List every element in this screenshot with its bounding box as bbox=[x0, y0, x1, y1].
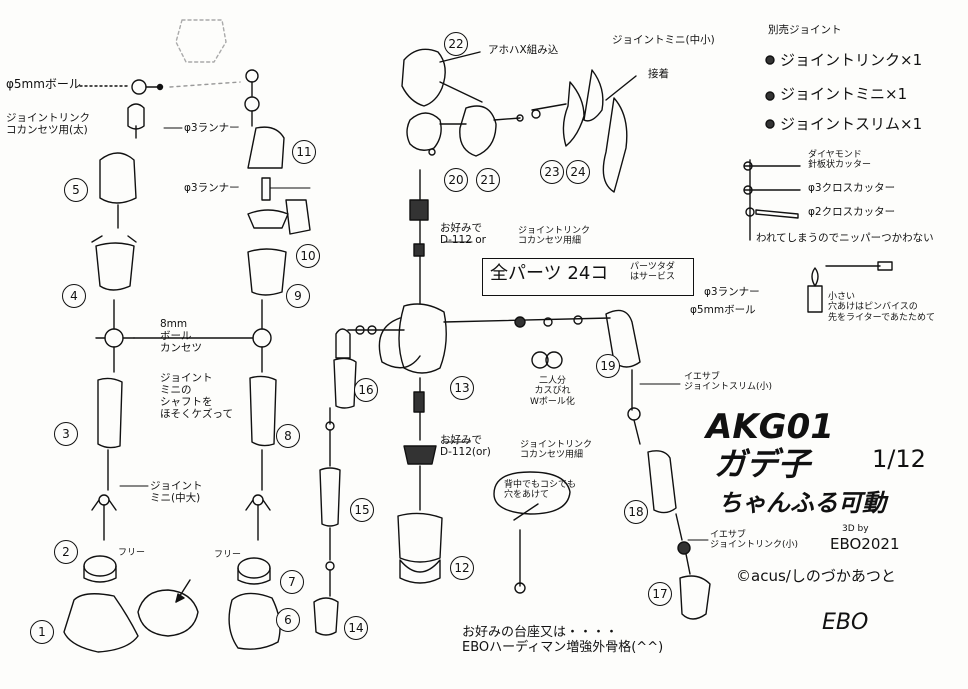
part-number-23: 23 bbox=[540, 160, 564, 184]
part-number-18: 18 bbox=[624, 500, 648, 524]
tool-note: われてしまうのでニッパーつかわない bbox=[756, 232, 934, 244]
parts-count-main: 全パーツ 24コ bbox=[490, 263, 609, 284]
part-number-20: 20 bbox=[444, 168, 468, 192]
tool-cross-2: φ2クロスカッター bbox=[808, 206, 896, 218]
label-double-ball: 二人分 カスびれ Wボール化 bbox=[530, 376, 575, 407]
separate-joint-item-2: ジョイントミニ×1 bbox=[780, 85, 908, 103]
parts-count-box bbox=[482, 258, 694, 296]
title-line-2: ガデ子 bbox=[714, 445, 811, 483]
tool-needle: ダイヤモンド 針板状カッター bbox=[808, 150, 872, 171]
credit-name: EBO2021 bbox=[830, 535, 900, 553]
label-joint-slim-small: イエサブ ジョイントスリム(小) bbox=[684, 372, 773, 393]
label-right-ball-5mm: φ5mmボール bbox=[690, 304, 756, 316]
title-line-1: AKG01 bbox=[706, 407, 834, 447]
tools-drawing bbox=[743, 159, 893, 313]
part-number-19: 19 bbox=[596, 354, 620, 378]
label-joint-link-small: イエサブ ジョイントリンク(小) bbox=[710, 530, 799, 551]
label-stand-note: お好みの台座又は・・・・ EBOハーディマン増強外骨格(^^) bbox=[462, 625, 664, 655]
label-joint-mini-small-medium: ジョイントミニ(中小) bbox=[612, 34, 715, 46]
credit-3d: 3D by bbox=[842, 524, 869, 534]
part-number-15: 15 bbox=[350, 498, 374, 522]
label-back-waist-note: 背中でもコシでも 穴をあけて bbox=[504, 480, 577, 501]
title-line-3: ちゃんふる可動 bbox=[718, 489, 886, 517]
signature: EBO bbox=[822, 610, 869, 635]
label-free-right: フリー bbox=[214, 550, 242, 560]
parts-count-sub: パーツタダ はサービス bbox=[630, 262, 676, 283]
left-chain-2 bbox=[133, 69, 311, 650]
label-ball-5mm: φ5mmボール bbox=[6, 77, 81, 91]
label-joint-link-thick: ジョイントリンク コカンセツ用(太) bbox=[6, 112, 90, 137]
tool-cross-3: φ3クロスカッター bbox=[808, 182, 896, 194]
part-number-5: 5 bbox=[64, 178, 88, 202]
part-number-11: 11 bbox=[292, 140, 316, 164]
label-runner-3-top: φ3ランナー bbox=[184, 122, 240, 134]
label-joint-mini-medium-large: ジョイント ミニ(中大) bbox=[150, 480, 203, 505]
label-ball-8mm-joint: 8mm ボール カンセツ bbox=[160, 318, 202, 355]
copyright: ©acus/しのづかあつと bbox=[736, 567, 896, 585]
label-runner-3-mid: φ3ランナー bbox=[184, 182, 240, 194]
left-chain bbox=[63, 19, 241, 653]
label-joint-mini-shaft: ジョイント ミニの シャフトを ほそくケズって bbox=[160, 372, 233, 421]
part-number-14: 14 bbox=[344, 616, 368, 640]
part-number-8: 8 bbox=[276, 424, 300, 448]
center-figure bbox=[313, 48, 711, 636]
label-optional-1: お好みで D-112 or bbox=[440, 222, 486, 247]
label-optional-2-link: ジョイントリンク コカンセツ用細 bbox=[520, 440, 593, 461]
part-number-12: 12 bbox=[450, 556, 474, 580]
separate-joint-item-1: ジョイントリンク×1 bbox=[780, 51, 923, 69]
part-number-24: 24 bbox=[566, 160, 590, 184]
label-free-left: フリー bbox=[118, 548, 146, 558]
label-right-runner-3: φ3ランナー bbox=[704, 286, 760, 298]
part-number-13: 13 bbox=[450, 376, 474, 400]
label-optional-2: お好みで D-112(or) bbox=[440, 434, 491, 459]
leader-lines bbox=[119, 127, 709, 541]
part-number-4: 4 bbox=[62, 284, 86, 308]
separate-joint-item-3: ジョイントスリム×1 bbox=[780, 115, 923, 133]
part-number-9: 9 bbox=[286, 284, 310, 308]
label-optional-1-link: ジョイントリンク コカンセツ用細 bbox=[518, 226, 591, 247]
separate-joints-title: 別売ジョイント bbox=[768, 24, 842, 36]
title-scale: 1/12 bbox=[872, 445, 926, 473]
separate-joints-icons bbox=[765, 55, 775, 129]
tool-heat-note: 小さい 穴あけはピンバイスの 先をライターであたためて bbox=[828, 292, 936, 323]
label-glue: 接着 bbox=[648, 68, 669, 80]
part-number-3: 3 bbox=[54, 422, 78, 446]
part-number-10: 10 bbox=[296, 244, 320, 268]
part-number-2: 2 bbox=[54, 540, 78, 564]
label-ahoge-assembly: アホハX組み込 bbox=[488, 44, 559, 56]
part-number-17: 17 bbox=[648, 582, 672, 606]
part-number-7: 7 bbox=[280, 570, 304, 594]
part-number-22: 22 bbox=[444, 32, 468, 56]
part-number-16: 16 bbox=[354, 378, 378, 402]
part-number-6: 6 bbox=[276, 608, 300, 632]
part-number-21: 21 bbox=[476, 168, 500, 192]
part-number-1: 1 bbox=[30, 620, 54, 644]
